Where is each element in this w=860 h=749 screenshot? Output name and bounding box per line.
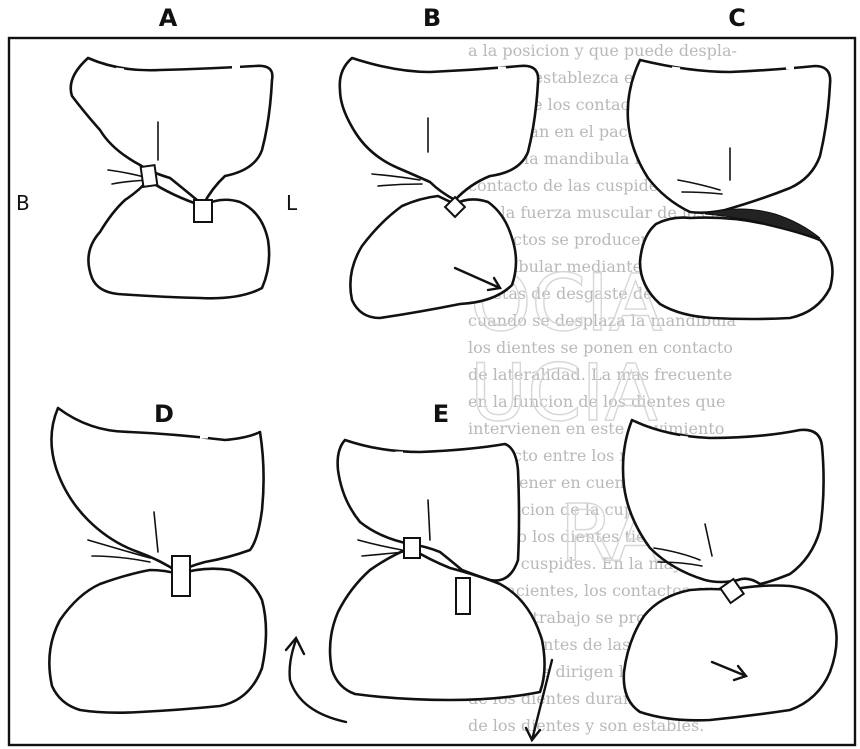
root-line-d2: [92, 556, 150, 562]
upper-tooth-a: [71, 58, 273, 205]
lower-tooth-d: [49, 569, 266, 713]
panel-a: B L: [16, 58, 298, 298]
panel-d: D: [49, 400, 266, 713]
side-label-lingual: L: [286, 191, 298, 215]
contact-box-d: [172, 556, 190, 596]
contact-box-a-buccal: [141, 165, 158, 187]
panel-label-d: D: [154, 400, 174, 428]
contact-box-e-lingual: [456, 578, 470, 614]
column-label-c: C: [728, 4, 746, 32]
column-label-a: A: [159, 4, 178, 32]
root-line-b2: [378, 184, 422, 186]
panel-label-e: E: [433, 400, 449, 428]
lower-tooth-a: [88, 180, 269, 298]
contact-box-a-lingual: [194, 200, 212, 222]
column-label-b: B: [423, 4, 441, 32]
ghost-text-line: a la posicion y que puede despla-: [468, 41, 737, 60]
side-label-buccal: B: [16, 191, 30, 215]
lower-tooth-f: [624, 586, 837, 721]
contact-box-e-buccal: [404, 538, 420, 558]
panel-c: [628, 60, 833, 319]
upper-tooth-c: [628, 60, 830, 213]
